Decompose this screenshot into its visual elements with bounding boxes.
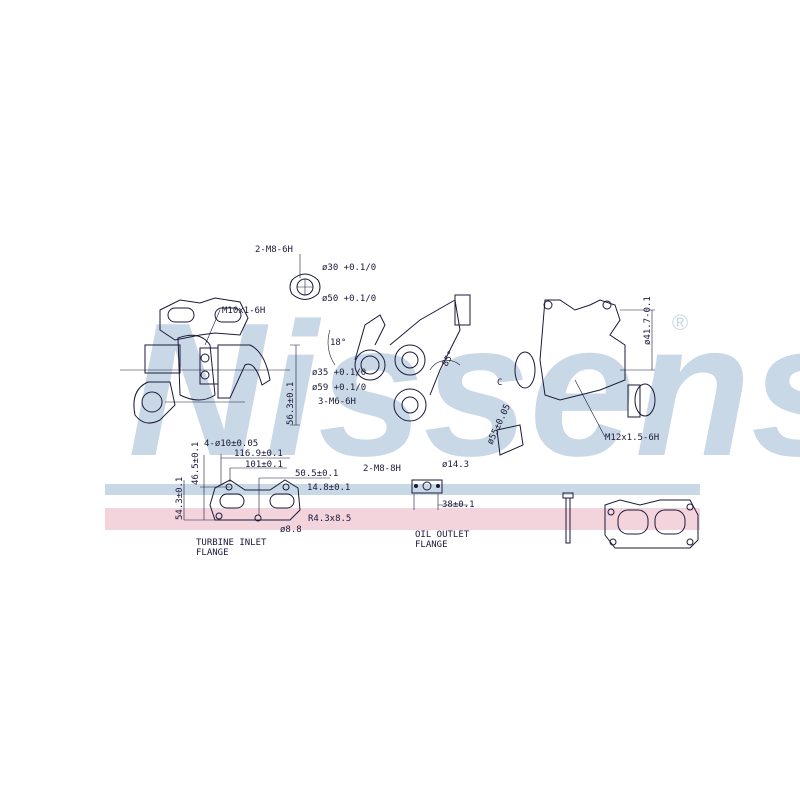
- label-turbine-flange-2: FLANGE: [196, 548, 229, 558]
- label-d14: ø14.3: [442, 460, 469, 470]
- label-2m8-8h: 2-M8-8H: [363, 464, 401, 474]
- pink-band: [105, 508, 700, 530]
- label-m10: M10x1-6H: [222, 306, 265, 316]
- label-101: 101±0.1: [245, 460, 283, 470]
- label-d50: ø50 +0.1/0: [322, 294, 376, 304]
- label-d59: ø59 +0.1/0: [312, 383, 366, 393]
- turbo-side-view: 56.3±0.1 M10x1-6H: [120, 297, 300, 426]
- label-3m6: 3-M6-6H: [318, 397, 356, 407]
- label-d8: ø8.8: [280, 525, 302, 535]
- label-18: 18°: [330, 338, 346, 348]
- label-56: 56.3±0.1: [286, 382, 296, 425]
- label-d35: ø35 +0.1/0: [312, 368, 366, 378]
- bolt-and-gasket: [562, 492, 699, 549]
- label-54: 54.3±0.1: [175, 477, 185, 520]
- label-oil-flange-1: OIL OUTLET: [415, 530, 470, 540]
- label-holes: 4-ø10±0.05: [204, 439, 258, 449]
- label-oil-flange-2: FLANGE: [415, 540, 448, 550]
- label-14: 14.8±0.1: [307, 483, 350, 493]
- registered-mark: ®: [672, 310, 688, 335]
- label-50: 50.5±0.1: [295, 469, 338, 479]
- blue-band: [105, 484, 700, 495]
- oil-inlet-flange: 2-M8-6H ø30 +0.1/0 ø50 +0.1/0: [255, 245, 376, 304]
- label-slot: R4.3x8.5: [308, 514, 351, 524]
- label-turbine-flange-1: TURBINE INLET: [196, 538, 267, 548]
- label-116: 116.9±0.1: [234, 449, 283, 459]
- label-m12: M12x1.5-6H: [605, 433, 659, 443]
- label-c: C: [497, 378, 502, 388]
- label-2m8: 2-M8-6H: [255, 245, 293, 255]
- turbine-inlet-flange: 4-ø10±0.05 116.9±0.1 101±0.1 50.5±0.1 14…: [175, 439, 351, 558]
- label-38: 38±0.1: [442, 500, 475, 510]
- oil-outlet-flange: 2-M8-8H ø14.3 38±0.1 OIL OUTLET FLANGE: [363, 460, 475, 550]
- label-46: 46.5±0.1: [191, 442, 201, 485]
- label-d41: ø41.7-0.1: [643, 296, 653, 345]
- label-d30: ø30 +0.1/0: [322, 263, 376, 273]
